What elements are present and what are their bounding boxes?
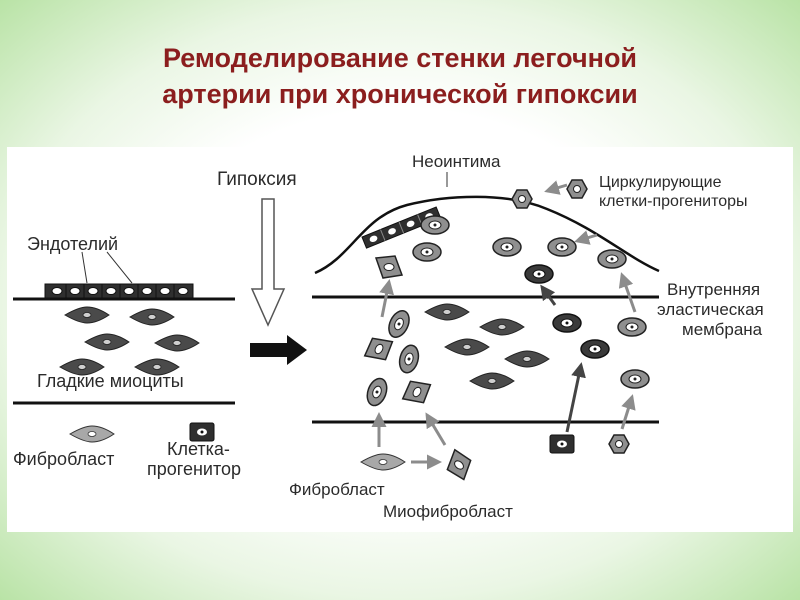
- smooth-myocytes-label: Гладкие миоциты: [37, 371, 184, 391]
- hypoxia-label: Гипоксия: [217, 169, 297, 190]
- media-cells: [362, 303, 650, 410]
- circulating-label-line2: клетки-прогениторы: [599, 193, 748, 210]
- circulating-label-line1: Циркулирующие: [599, 174, 722, 191]
- migration-arrows: [371, 180, 637, 470]
- fibroblast-cell-left: [69, 425, 115, 443]
- diagram-panel: Эндотелий Гладкие миоциты Фибробласт Кле…: [7, 147, 793, 532]
- title-line-1: Ремоделирование стенки легочной: [162, 43, 638, 73]
- progenitor-label-line1: Клетка-: [167, 439, 230, 459]
- slide-title: Ремоделирование стенки легочной артерии …: [0, 40, 800, 112]
- iem-label-line3: мембрана: [682, 320, 763, 339]
- title-line-2: артерии при хронической гипоксии: [162, 79, 638, 109]
- circulating-progenitor-icon: [566, 179, 588, 199]
- iem-label-line1: Внутренняя: [667, 280, 760, 299]
- neointima-label: Неоинтима: [412, 152, 501, 171]
- fibroblast-label-right: Фибробласт: [289, 480, 385, 499]
- progenitor-label-line2: прогенитор: [147, 459, 241, 479]
- transition-arrow-icon: [250, 335, 307, 365]
- left-vessel-wall: [13, 251, 235, 443]
- myofibroblast-cell: [441, 447, 477, 483]
- fibroblast-cell-right: [360, 453, 406, 471]
- progenitor-hex-right: [608, 434, 630, 454]
- remodeling-diagram: Эндотелий Гладкие миоциты Фибробласт Кле…: [13, 152, 764, 521]
- right-vessel-wall: [312, 179, 660, 483]
- endothelium-pointer: [106, 251, 133, 284]
- endothelium-cells: [44, 283, 194, 299]
- smooth-myocytes: [59, 306, 200, 376]
- endothelium-pointer: [81, 251, 88, 284]
- endothelium-label: Эндотелий: [27, 234, 118, 254]
- myofibroblast-label: Миофибробласт: [383, 502, 513, 521]
- hypoxia-arrow-icon: [250, 198, 286, 327]
- iem-label-line2: эластическая: [657, 300, 764, 319]
- fibroblast-label-left: Фибробласт: [13, 449, 114, 469]
- progenitor-cell-right: [549, 434, 575, 454]
